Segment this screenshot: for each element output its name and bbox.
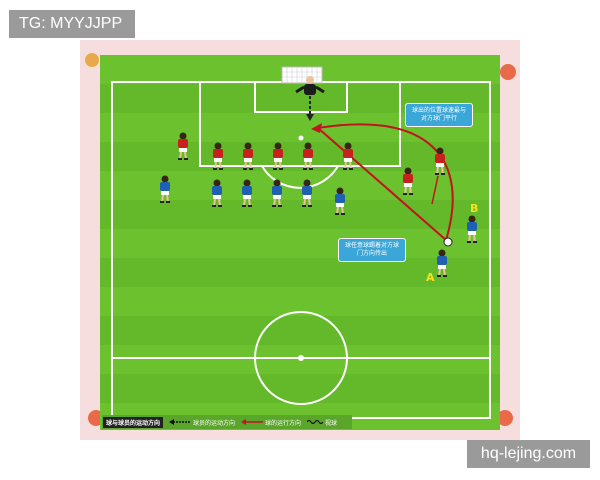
red-player	[435, 147, 445, 175]
grass-stripe	[100, 200, 500, 229]
goal-net-mesh	[282, 67, 322, 83]
watermark-top: TG: MYYJJPP	[9, 10, 135, 38]
blue-player	[335, 187, 345, 215]
black-arrow-icon	[169, 419, 192, 425]
blue-player	[302, 179, 312, 207]
blue-player	[212, 179, 222, 207]
ball-path-direct	[317, 127, 447, 241]
ball-path-curve	[317, 123, 454, 241]
target-ball-marker	[298, 135, 304, 141]
legend-bar	[102, 415, 352, 429]
red-arrow-icon	[241, 419, 264, 425]
watermark-bottom: hq-lejing.com	[467, 440, 590, 468]
wavy-line-icon	[307, 419, 324, 425]
legend-dribble: 视球	[307, 418, 337, 427]
corner-decoration-bottom-right	[497, 410, 513, 426]
blue-team	[160, 175, 477, 277]
goalkeeper-arrowhead	[306, 114, 314, 121]
blue-player	[437, 249, 447, 277]
legend-dribble-label: 视球	[325, 419, 338, 427]
red-team	[178, 132, 445, 195]
blue-player	[272, 179, 282, 207]
legend-title: 球与球员的运动方向	[103, 416, 164, 428]
legend-ball-path-label: 球的运行方向	[265, 419, 302, 427]
ball	[443, 237, 453, 247]
callout-pointer	[431, 175, 439, 205]
corner-decoration-top-left	[85, 53, 99, 67]
player-label-b: B	[470, 202, 479, 215]
legend-player-movement: 球员的运动方向	[169, 418, 235, 427]
corner-decoration-top-right	[500, 64, 516, 80]
center-spot	[298, 355, 304, 361]
blue-player	[160, 175, 170, 203]
goalkeeper	[295, 76, 325, 95]
red-player	[243, 142, 253, 170]
penalty-arc	[261, 165, 339, 189]
red-player	[343, 142, 353, 170]
callout-ball-position: 球出的位置球速最与对方球门平行	[405, 103, 473, 127]
callout-kick-direction: 球任意球踢着对方球门方向传出	[338, 238, 406, 262]
red-player	[178, 132, 188, 160]
player-label-a: A	[426, 271, 435, 284]
grass-stripe	[100, 258, 500, 287]
red-player	[213, 142, 223, 170]
grass-stripe	[100, 374, 500, 403]
grass-stripes	[100, 84, 500, 403]
grass-stripe	[100, 316, 500, 345]
legend-ball-path: 球的运行方向	[241, 418, 301, 427]
red-player	[273, 142, 283, 170]
center-circle	[254, 311, 348, 405]
blue-player	[467, 215, 477, 243]
ball-path-arrowhead	[311, 123, 322, 133]
legend-player-movement-label: 球员的运动方向	[193, 419, 236, 427]
blue-player	[242, 179, 252, 207]
red-player	[303, 142, 313, 170]
red-player	[403, 167, 413, 195]
legend: 球与球员的运动方向 球员的运动方向 球的运行方向 视球	[103, 416, 337, 428]
